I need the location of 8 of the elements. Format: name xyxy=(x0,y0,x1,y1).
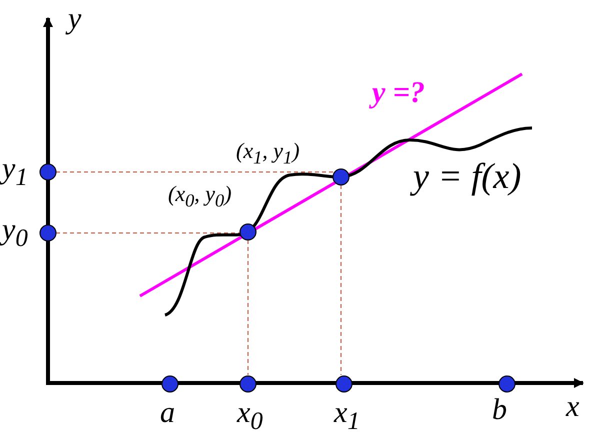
axis-label: (x$_{0}$, y$_{0}$) xyxy=(168,183,232,210)
axis-label: a xyxy=(160,398,175,428)
axis-label: x$_{0}$ xyxy=(237,398,263,434)
axis-label: x xyxy=(566,392,580,422)
axis-label: x$_{1}$ xyxy=(334,398,360,434)
axis-label: b xyxy=(492,395,507,425)
axis-label: y xyxy=(68,4,82,34)
axis-label: (x$_{1}$, y$_{1}$) xyxy=(236,140,300,167)
